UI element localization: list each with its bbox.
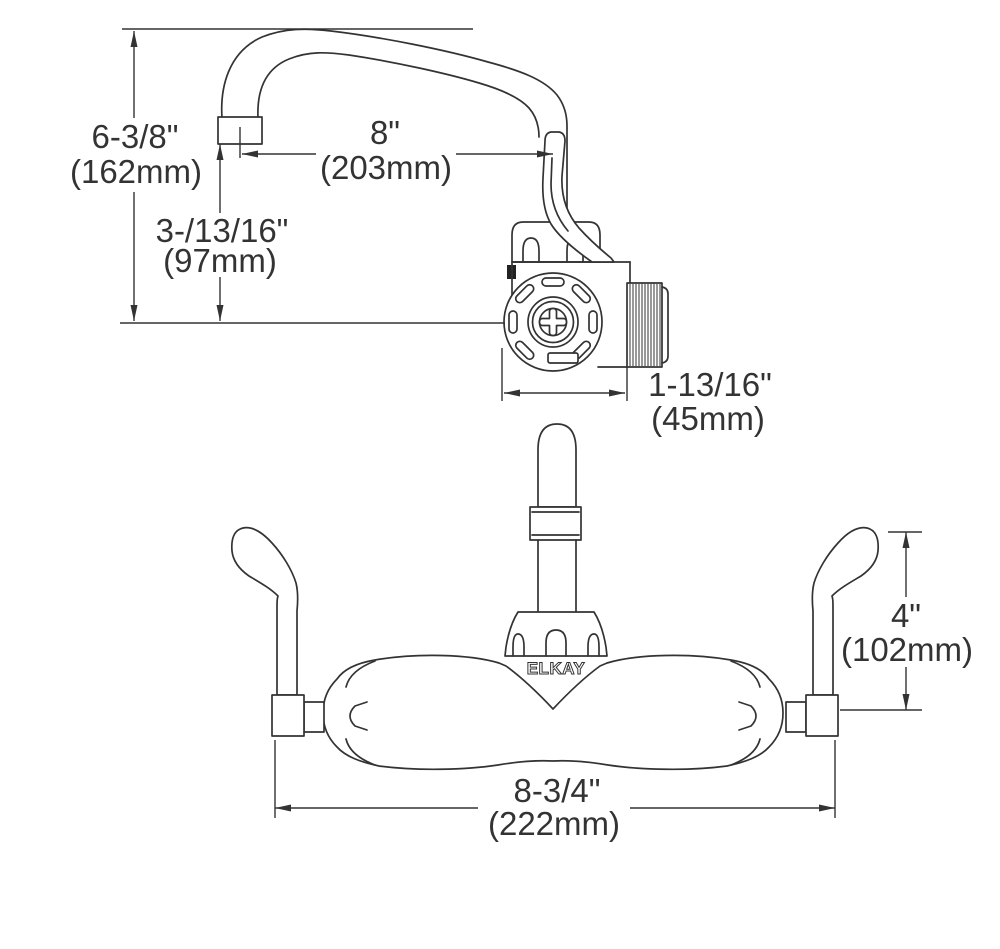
- escutcheon-ring-outer: [527, 296, 579, 348]
- thread-hatching: [629, 284, 661, 366]
- right-wristblade-handle: [811, 526, 880, 696]
- side-view-faucet: [217, 28, 669, 372]
- plan-spout-base: [504, 611, 608, 657]
- label-handle-length-mm: (102mm): [841, 631, 973, 668]
- plan-right-connector: [785, 701, 807, 733]
- dimension-labels: 6-3/8" (162mm) 8" (203mm) 3-/13/16" (97m…: [66, 114, 978, 842]
- plan-spout-tip: [537, 423, 577, 508]
- brand-logo-text: ELKAY: [527, 659, 586, 678]
- side-lever-handle: [541, 131, 615, 263]
- label-overall-width-mm: (222mm): [488, 805, 620, 842]
- label-body-width-in: 1-13/16": [648, 366, 772, 403]
- dimension-lines-side: [120, 28, 628, 401]
- thread-end-cap: [661, 286, 669, 364]
- side-spout-inner-curve: [257, 51, 540, 138]
- label-outlet-height-in: 3-/13/16": [156, 212, 289, 249]
- plan-left-nut-detail: [345, 660, 376, 766]
- left-wristblade-handle: [230, 526, 299, 696]
- plan-left-connector: [303, 701, 325, 733]
- label-spout-height-mm: (162mm): [70, 153, 202, 190]
- side-lever-contour: [550, 157, 569, 232]
- label-outlet-height-mm: (97mm): [163, 242, 277, 279]
- label-overall-width-in: 8-3/4": [514, 772, 601, 809]
- side-bonnet-scallop-left: [522, 237, 540, 263]
- label-body-width-mm: (45mm): [651, 400, 765, 437]
- base-scallop-left: [512, 633, 525, 657]
- left-handle-base: [271, 694, 305, 737]
- plan-body: [322, 654, 784, 771]
- right-handle-base: [805, 694, 839, 737]
- side-spout-outer-curve: [220, 28, 568, 223]
- escutcheon-slots: [508, 277, 598, 364]
- label-spout-reach-mm: (203mm): [320, 149, 452, 186]
- phillips-screw-cross: [538, 307, 568, 337]
- base-scallop-center: [545, 629, 567, 657]
- plan-right-nut-detail: [730, 660, 761, 766]
- plan-view-faucet: [230, 423, 880, 771]
- label-handle-length-in: 4": [891, 597, 921, 634]
- label-spout-reach-in: 8": [370, 114, 400, 151]
- base-scallop-right: [587, 633, 600, 657]
- label-spout-height-in: 6-3/8": [92, 118, 179, 155]
- escutcheon-ring-inner: [531, 300, 575, 344]
